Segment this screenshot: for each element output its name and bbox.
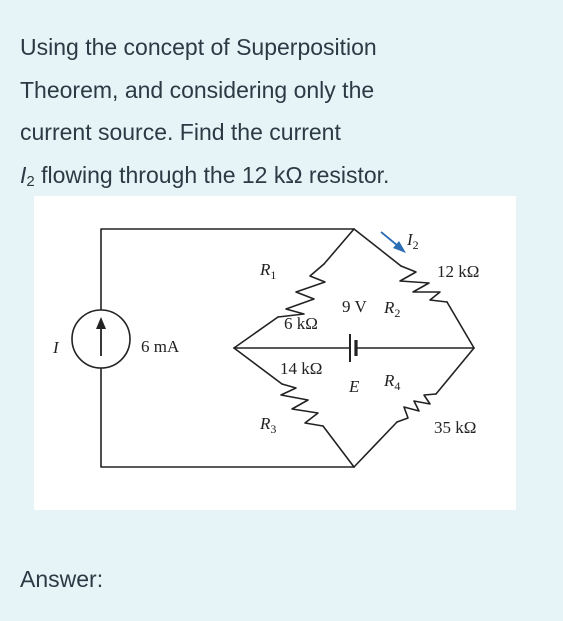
source-value-label: 6 mA: [141, 337, 180, 356]
battery-value-label: 9 V: [342, 297, 367, 316]
wire-left-top: [100, 228, 355, 311]
r2-name: R: [383, 298, 395, 317]
question-line-4: I2 flowing through the 12 kΩ resistor.: [20, 154, 550, 197]
source-name-label: I: [52, 338, 60, 357]
r1-subscript: 1: [270, 268, 276, 282]
wire-top-to-r1: [323, 228, 355, 265]
wire-left-bottom: [100, 367, 355, 468]
r3-subscript: 3: [270, 422, 276, 436]
wire-right-to-r4: [435, 347, 475, 395]
current-label: I2: [406, 230, 419, 252]
current-arrow-shaft: [380, 231, 399, 247]
r4-value-label: 35 kΩ: [434, 418, 476, 437]
r2-value-label: 12 kΩ: [437, 262, 479, 281]
current-arrow-icon: [393, 241, 406, 253]
r1-value-label: 6 kΩ: [284, 314, 318, 333]
r3-name-label: R3: [259, 414, 276, 436]
question-text: Using the concept of Superposition Theor…: [20, 26, 550, 196]
r4-name: R: [383, 371, 395, 390]
r2-name-label: R2: [383, 298, 400, 320]
r3-value-label: 14 kΩ: [280, 359, 322, 378]
r4-name-label: R4: [383, 371, 400, 393]
circuit-diagram: I 6 mA R1 6 kΩ R2 12 kΩ R3 14 kΩ R4 35 k…: [52, 228, 479, 468]
r2-subscript: 2: [394, 306, 400, 320]
question-line-1: Using the concept of Superposition: [20, 34, 377, 60]
resistor-r1: [277, 263, 326, 318]
question-line-2: Theorem, and considering only the: [20, 76, 375, 103]
wire-r2-to-right: [446, 301, 475, 349]
wire-r1-to-left: [233, 316, 279, 349]
wire-top-to-r2: [353, 228, 402, 267]
wire-left-to-r3: [233, 347, 283, 385]
current-name: I: [406, 230, 414, 249]
wire-r4-to-bottom: [353, 421, 398, 468]
current-variable-subscript: 2: [26, 172, 35, 190]
resistor-r4: [396, 393, 437, 423]
wire-r3-to-bottom: [322, 425, 355, 468]
r1-name-label: R1: [259, 260, 276, 282]
r1-name: R: [259, 260, 271, 279]
resistor-r2: [399, 265, 448, 303]
current-source-arrow-icon: [96, 317, 106, 329]
r4-subscript: 4: [394, 379, 400, 393]
resistor-r3: [280, 383, 324, 427]
current-subscript: 2: [413, 238, 419, 252]
battery-name-label: E: [348, 377, 360, 396]
circuit-figure: I 6 mA R1 6 kΩ R2 12 kΩ R3 14 kΩ R4 35 k…: [34, 196, 516, 510]
current-variable: I: [20, 161, 27, 188]
question-line-4-rest: flowing through the 12 kΩ resistor.: [34, 161, 390, 188]
question-line-3: current source. Find the current: [20, 119, 341, 145]
answer-label: Answer:: [20, 566, 104, 592]
r3-name: R: [259, 414, 271, 433]
